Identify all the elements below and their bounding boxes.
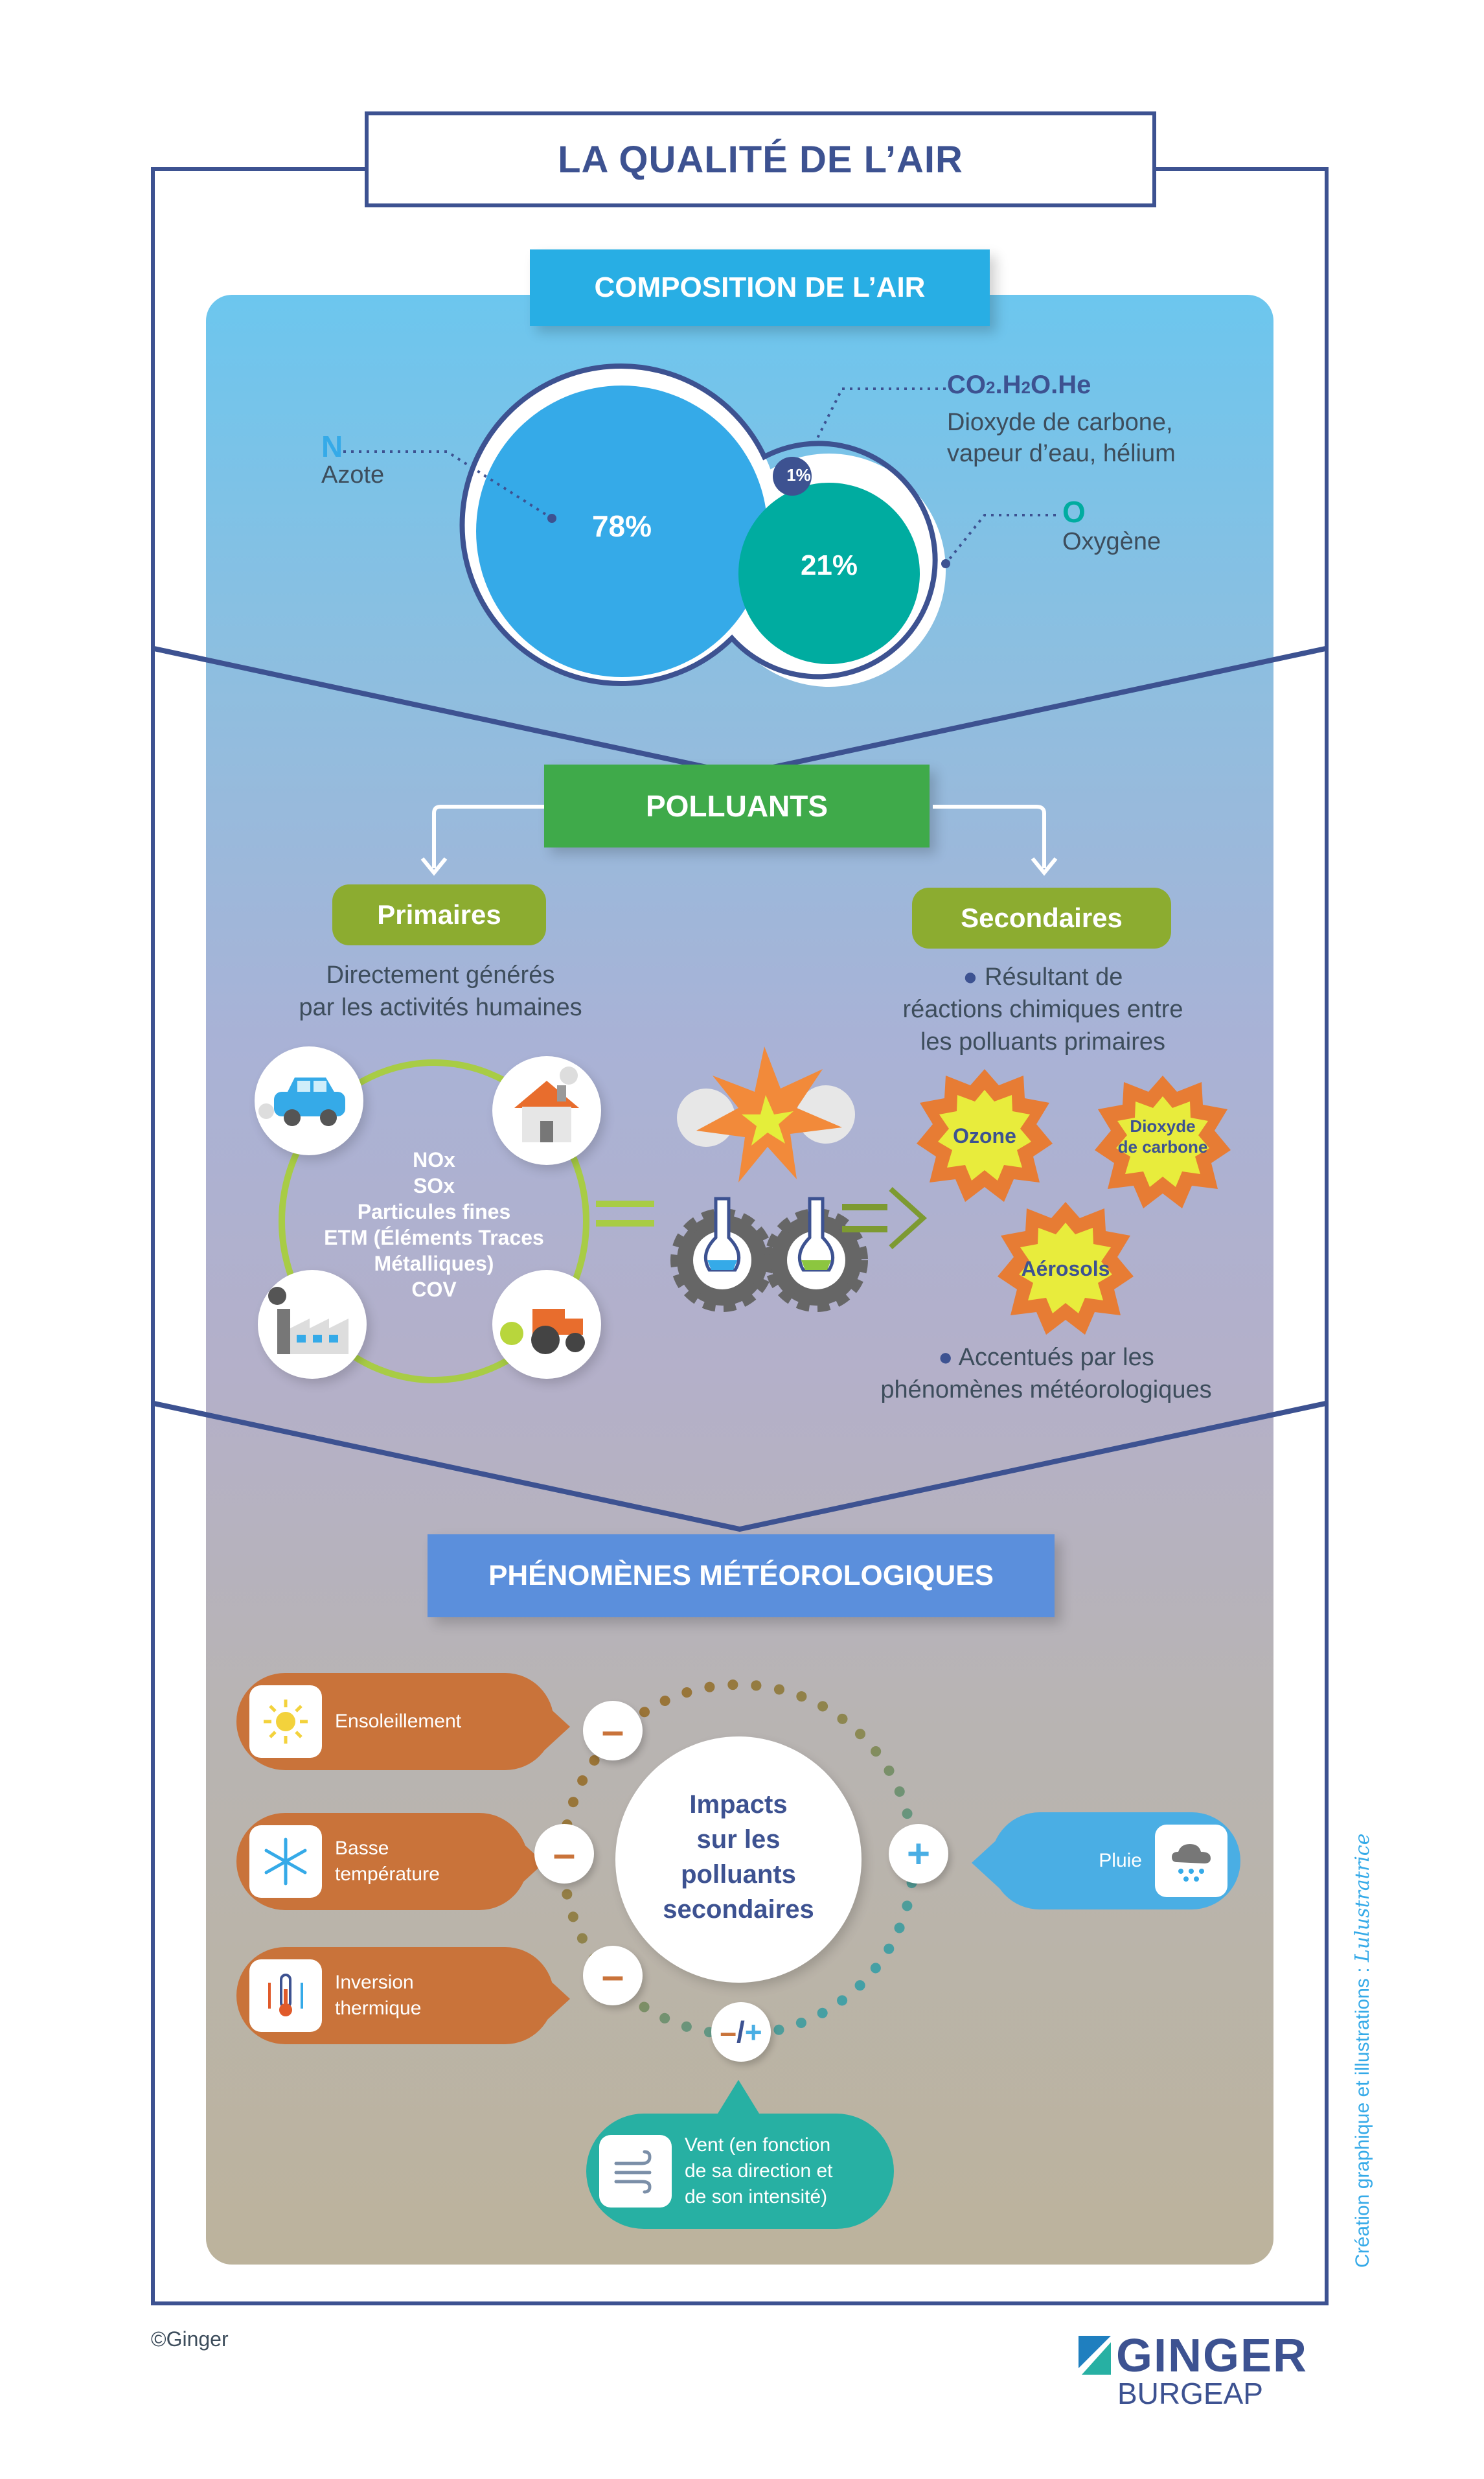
chemical-reaction-icon — [670, 1046, 868, 1312]
oxygen-name: Oxygène — [1062, 528, 1161, 555]
other-percent: 1% — [786, 465, 811, 485]
low-temperature-sign: – — [534, 1824, 594, 1884]
equals-sign — [596, 1201, 654, 1227]
chevron-divider-2 — [151, 1400, 1329, 1532]
aerosols-label: Aérosols — [1021, 1257, 1110, 1280]
house-source — [492, 1056, 601, 1165]
nitrogen-name: Azote — [321, 461, 385, 489]
secondary-pollutants — [917, 1069, 1231, 1335]
other-formula: CO2.H2O.He — [947, 371, 1091, 399]
leader-lines — [343, 387, 1056, 568]
primary-pollutant-list: NOx SOx Particules fines ETM (Éléments T… — [324, 1148, 544, 1301]
nitrogen-circle — [476, 386, 768, 677]
composition-banner: COMPOSITION DE L’AIR — [530, 249, 990, 326]
wind-icon — [599, 2135, 672, 2208]
sun-icon — [249, 1685, 322, 1758]
wind-sign: –/+ — [711, 2002, 771, 2062]
copyright: ©Ginger — [151, 2327, 229, 2351]
pollutants-banner: POLLUANTS — [544, 765, 930, 847]
impacts-center — [615, 1736, 862, 1983]
nitrogen-symbol: N — [321, 430, 343, 463]
car-icon — [258, 1078, 345, 1126]
ginger-logo: GINGER BURGEAP — [1079, 2330, 1338, 2420]
primary-label: Primaires — [332, 884, 546, 945]
factor-rain: Pluie — [991, 1812, 1240, 1909]
thermometer-icon — [249, 1959, 322, 2032]
tractor-source — [492, 1270, 601, 1379]
oxygen-symbol: O — [1062, 495, 1086, 529]
snowflake-icon — [249, 1825, 322, 1898]
ozone-label: Ozone — [953, 1124, 1016, 1147]
composition-diagram — [459, 363, 946, 687]
inversion-sign: – — [583, 1946, 643, 2005]
other-gases-name: Dioxyde de carbone,vapeur d’eau, hélium — [947, 409, 1176, 467]
factory-icon — [268, 1287, 348, 1354]
nitrogen-percent: 78% — [591, 509, 652, 543]
logo-sub: BURGEAP — [1117, 2377, 1263, 2410]
primary-cycle — [279, 1059, 589, 1383]
logo-main: GINGER — [1116, 2330, 1308, 2382]
bubble-tail-3 — [531, 1963, 570, 2035]
credit-line: Création graphique et illustrations : Lu… — [1351, 1833, 1374, 2268]
secondary-weather-note: ● Accentués par les phénomènes météorolo… — [880, 1344, 1212, 1403]
page-title: LA QUALITÉ DE L’AIR — [365, 111, 1156, 207]
bubble-tail-2 — [505, 1827, 544, 1898]
reaction-arrow — [842, 1187, 927, 1249]
rain-cloud-icon — [1155, 1825, 1227, 1897]
secondary-description: ● Résultant de réactions chimiques entre… — [902, 963, 1183, 1055]
rain-sign: + — [889, 1824, 948, 1884]
factor-sunshine: Ensoleillement — [236, 1673, 554, 1770]
bubble-tail-wind — [713, 2080, 764, 2122]
weather-banner: PHÉNOMÈNES MÉTÉOROLOGIQUES — [428, 1534, 1055, 1617]
oxygen-circle — [738, 483, 920, 664]
oxygen-percent: 21% — [800, 549, 858, 581]
sunshine-sign: – — [583, 1701, 643, 1760]
factory-source — [258, 1270, 367, 1379]
secondary-label: Secondaires — [912, 888, 1171, 949]
other-gases-dot — [773, 457, 812, 496]
tractor-icon — [500, 1309, 585, 1354]
car-source — [255, 1046, 363, 1155]
bubble-tail-1 — [531, 1691, 570, 1762]
house-icon — [514, 1067, 579, 1142]
branch-arrows — [420, 805, 1058, 876]
logo-mark-icon — [1079, 2336, 1111, 2375]
